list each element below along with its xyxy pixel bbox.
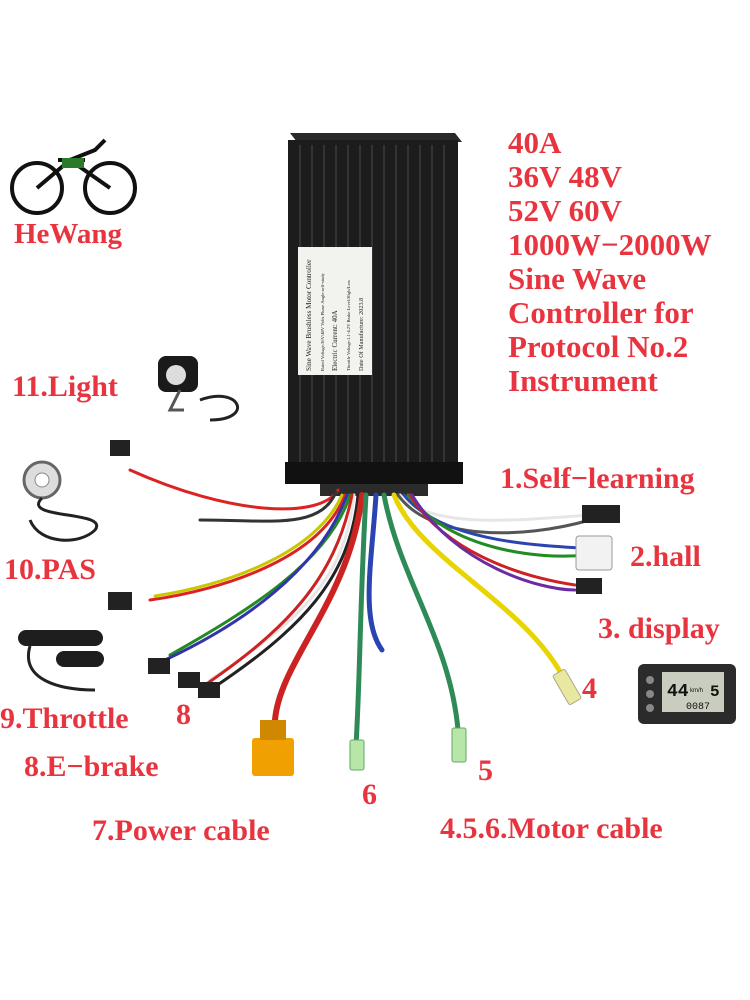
display-level: 5 [710,683,720,701]
controller-label-line5: Date Of Manufacture: 2023.8 [358,298,365,371]
spec-line: 52V 60V [508,193,622,228]
callout-display: 3. display [598,612,720,645]
spec-line: Sine Wave [508,261,647,296]
callout-ebrake: 8.E−brake [24,750,159,783]
controller-label-line1: Sine Wave Brushless Motor Controller [305,259,313,371]
controller-label: Sine Wave Brushless Motor Controller Rat… [298,247,372,375]
spec-line: Protocol No.2 [508,329,689,364]
callout-motor-6: 6 [362,778,377,811]
pas-sensor-icon [22,460,99,542]
controller-label-line3: Electric Current: 40A [331,310,339,371]
display-odo: 0087 [686,702,710,713]
lcd-display-icon: 44 km/h 5 0087 [638,664,736,724]
spec-line: 1000W−2000W [508,227,712,262]
display-unit: km/h [690,688,703,694]
controller-label-line4: Throttle Voltage:1.1-4.2V Brake Level:Hi… [346,279,351,371]
controller-box: Sine Wave Brushless Motor Controller Rat… [285,133,463,496]
callout-pas: 10.PAS [4,553,96,586]
callout-hall: 2.hall [630,540,701,573]
callout-power-cable: 7.Power cable [92,814,270,847]
controller-label-line2: Rated Voltage:36V/48V Volts Phase Angle:… [320,272,325,371]
callout-throttle: 9.Throttle [0,702,129,735]
spec-list: 40A 36V 48V 52V 60V 1000W−2000W Sine Wav… [508,126,712,398]
callout-motor-5: 5 [478,754,493,787]
spec-line: Instrument [508,363,658,398]
throttle-icon [18,630,104,692]
spec-line: 40A [508,125,562,160]
callout-light: 11.Light [12,370,118,403]
light-icon [158,356,240,422]
connectors [108,440,620,776]
brand-label: HeWang [14,218,122,250]
spec-line: Controller for [508,295,694,330]
callout-motor-4: 4 [582,672,597,705]
bike-icon [10,138,137,215]
callout-motor-cable: 4.5.6.Motor cable [440,812,663,845]
callout-brake-8: 8 [176,698,191,731]
wire-harness [128,468,592,748]
spec-line: 36V 48V [508,159,622,194]
display-speed: 44 [667,682,689,702]
callout-self-learning: 1.Self−learning [500,462,695,495]
